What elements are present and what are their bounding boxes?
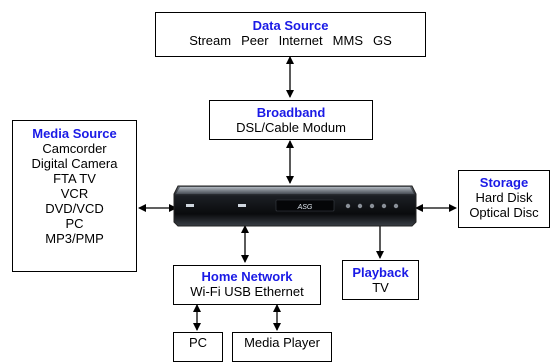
storage-item: Optical Disc — [469, 205, 539, 220]
pc-box: PC — [173, 332, 223, 362]
data-source-title: Data Source — [252, 18, 329, 33]
device-button-4 — [381, 203, 387, 209]
pc-label: PC — [188, 335, 208, 350]
playback-box: Playback TV — [342, 260, 419, 300]
connector-layer: ASG — [138, 56, 457, 331]
broadband-line: DSL/Cable Modum — [236, 120, 346, 135]
playback-line: TV — [372, 280, 389, 295]
broadband-title: Broadband — [256, 105, 326, 120]
data-source-items: Stream Peer Internet MMS GS — [156, 33, 425, 48]
media-source-item: DVD/VCD — [45, 201, 104, 216]
device-indicator-left — [186, 204, 194, 207]
storage-item: Hard Disk — [475, 190, 533, 205]
data-source-item: Peer — [241, 33, 269, 48]
device-button-5 — [393, 203, 399, 209]
storage-title: Storage — [479, 175, 529, 190]
data-source-item: GS — [373, 33, 392, 48]
media-source-item: FTA TV — [53, 171, 96, 186]
playback-title: Playback — [352, 265, 409, 280]
device-button-3 — [369, 203, 375, 209]
home-network-line: Wi-Fi USB Ethernet — [190, 284, 304, 299]
media-player-label: Media Player — [244, 335, 320, 350]
device-display — [275, 199, 335, 212]
device-button-2 — [357, 203, 363, 209]
broadband-box: Broadband DSL/Cable Modum — [209, 100, 373, 140]
home-network-title: Home Network — [201, 269, 293, 284]
data-source-item: Stream — [189, 33, 232, 48]
media-source-item: MP3/PMP — [45, 231, 104, 246]
data-source-item: MMS — [332, 33, 363, 48]
media-source-item: Camcorder — [42, 141, 107, 156]
media-source-item: Digital Camera — [31, 156, 118, 171]
media-source-box: Media Source Camcorder Digital Camera FT… — [12, 120, 137, 272]
storage-box: Storage Hard Disk Optical Disc — [458, 170, 550, 228]
home-network-box: Home Network Wi-Fi USB Ethernet — [173, 265, 321, 305]
media-source-title: Media Source — [32, 126, 117, 141]
media-source-item: VCR — [60, 186, 89, 201]
device-indicator-mid — [238, 204, 246, 207]
data-source-box: Data Source Stream Peer Internet MMS GS — [155, 12, 426, 57]
media-player-box: Media Player — [232, 332, 332, 362]
set-top-box-device: ASG — [173, 185, 417, 227]
data-source-item: Internet — [278, 33, 323, 48]
media-source-item: PC — [65, 216, 84, 231]
device-button-1 — [345, 203, 351, 209]
device-brand-text: ASG — [297, 204, 313, 211]
